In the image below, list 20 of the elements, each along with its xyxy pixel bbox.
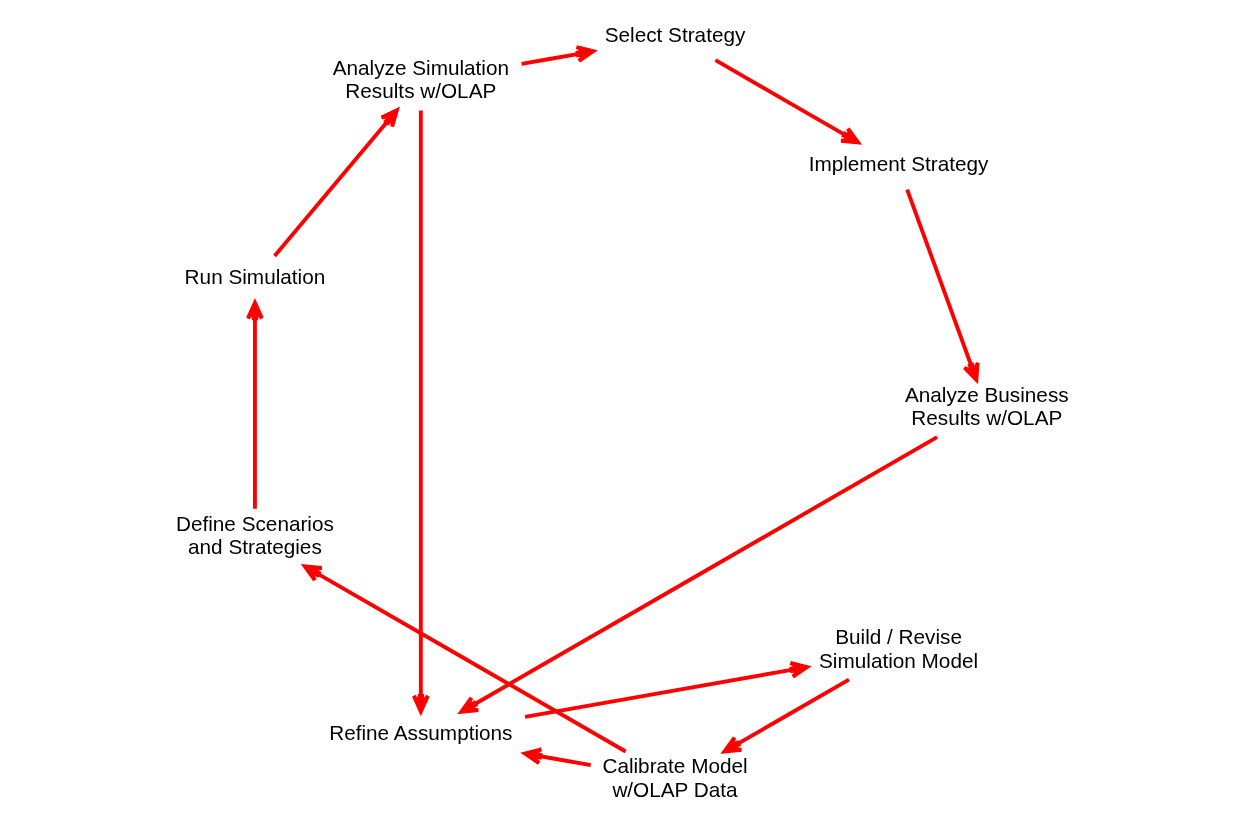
node-text: Analyze Simulation Results w/OLAP	[332, 55, 509, 103]
arrow	[714, 58, 860, 145]
node-text: Implement Strategy	[808, 151, 988, 175]
arrow	[904, 188, 980, 382]
arrow	[522, 747, 591, 768]
node-text: Define Scenarios and Strategies	[175, 511, 334, 559]
node-text: Build / Revise Simulation Model	[818, 625, 978, 672]
arrow	[458, 435, 938, 714]
arrow	[302, 564, 627, 754]
arrow	[272, 108, 399, 258]
arrow	[520, 45, 595, 66]
arrow	[245, 300, 264, 509]
arrow	[411, 110, 430, 714]
node-text: Select Strategy	[604, 22, 745, 46]
arrow	[722, 677, 850, 754]
node-text: Calibrate Model w/OLAP Data	[601, 754, 748, 801]
arrow	[524, 660, 809, 719]
node-text: Analyze Business Results w/OLAP	[904, 382, 1069, 429]
node-text: Run Simulation	[184, 265, 325, 289]
node-text: Refine Assumptions	[328, 721, 512, 745]
